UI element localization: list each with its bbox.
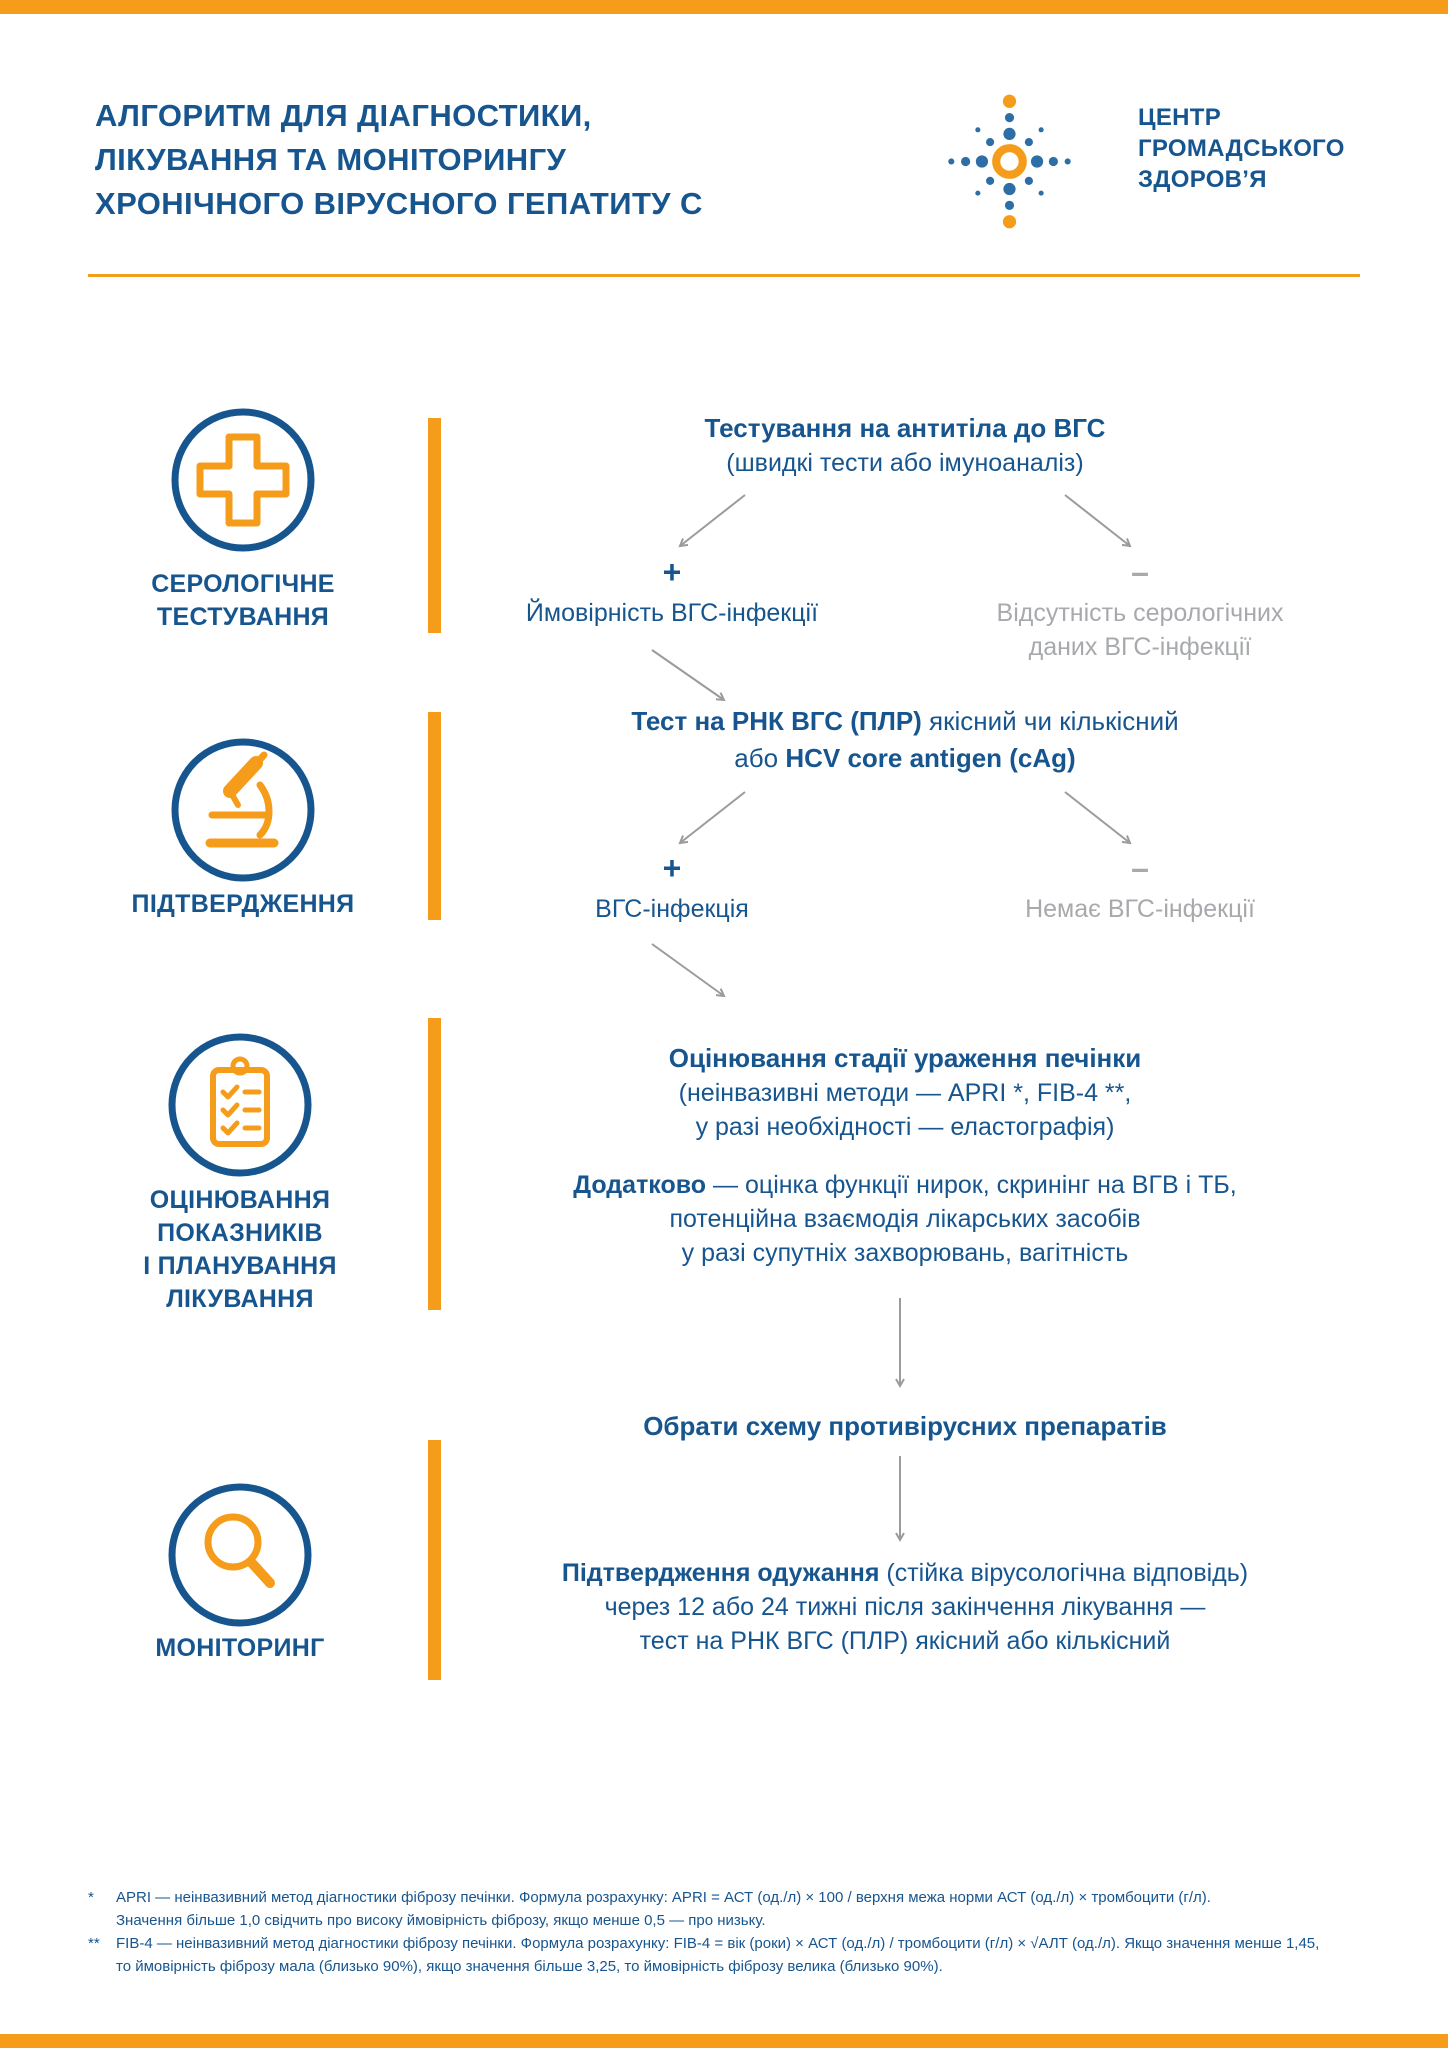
arrow-step1-to-negative: [1064, 494, 1132, 548]
step2-positive-sign: +: [662, 850, 682, 886]
top-orange-bar: [0, 0, 1448, 14]
arrow-positive1-to-step2: [651, 649, 726, 702]
arrow-step2-to-negative: [1064, 791, 1132, 845]
magnifier-icon: [168, 1483, 312, 1627]
logo-dots-icon: [948, 94, 1071, 229]
sidebar-item-monitoring: МОНІТОРИНГ: [155, 1634, 325, 1662]
step2-title-bold-2: HCV core antigen (cAg): [785, 743, 1076, 773]
step2-negative-label: Немає ВГС-інфекції: [1025, 895, 1255, 923]
sidebar-item-serology: СЕРОЛОГІЧНЕ ТЕСТУВАННЯ: [151, 570, 335, 631]
page-title: АЛГОРИТМ ДЛЯ ДІАГНОСТИКИ, ЛІКУВАННЯ ТА М…: [95, 98, 703, 221]
sidebar-item-assessment: ОЦІНЮВАННЯ ПОКАЗНИКІВ І ПЛАНУВАННЯ ЛІКУВ…: [143, 1186, 337, 1313]
step3-additional-bold: Додатково: [573, 1171, 707, 1199]
step1-negative-label: Відсутність серологічних даних ВГС-інфек…: [996, 599, 1284, 661]
step3-title: Оцінювання стадії ураження печінки: [668, 1043, 1142, 1073]
step2-title-regular-1: якісний чи кількісний: [921, 706, 1179, 736]
step1-negative-sign: –: [1131, 554, 1149, 590]
header-divider: [88, 274, 1360, 277]
footnote-apri: * APRI — неінвазивний метод діагностики …: [88, 1886, 1383, 1932]
section-bar-4: [428, 1440, 441, 1680]
sidebar-item-confirmation: ПІДТВЕРДЖЕННЯ: [131, 890, 355, 918]
step1-subtitle: (швидкі тести або імуноаналіз): [726, 449, 1084, 477]
microscope-icon: [171, 738, 315, 882]
footnote-fib4-marker: **: [88, 1935, 100, 1952]
medical-cross-icon: [171, 408, 315, 552]
footnote-fib4: ** FIB-4 — неінвазивний метод діагностик…: [88, 1932, 1383, 1978]
bottom-orange-bar: [0, 2034, 1448, 2048]
step1-antibody-test: Тестування на антитіла до ВГС (швидкі те…: [455, 410, 1355, 480]
footnotes: * APRI — неінвазивний метод діагностики …: [88, 1886, 1383, 1978]
step3-subtitle: (неінвазивні методи — APRI *, FIB-4 **, …: [678, 1079, 1132, 1141]
section-bar-2: [428, 712, 441, 920]
arrow-step1-to-positive: [678, 494, 746, 548]
checklist-clipboard-icon: [168, 1033, 312, 1177]
step2-rna-test: Тест на РНК ВГС (ПЛР) якісний чи кількіс…: [455, 703, 1355, 777]
section-bar-1: [428, 418, 441, 633]
step4-choose-regimen: Обрати схему противірусних препаратів: [643, 1411, 1167, 1441]
section-bar-3: [428, 1018, 441, 1310]
step3-additional: Додатково — оцінка функції нирок, скрині…: [455, 1168, 1355, 1270]
footnote-fib4-text: FIB-4 — неінвазивний метод діагностики ф…: [116, 1935, 1320, 1975]
arrow-positive2-to-step3: [651, 943, 726, 998]
step3-additional-text: — оцінка функції нирок, скринінг на ВГВ …: [669, 1171, 1237, 1267]
step3-liver-assessment: Оцінювання стадії ураження печінки (неін…: [455, 1040, 1355, 1144]
step5-title-bold: Підтвердження одужання: [561, 1559, 880, 1587]
step2-title-bold-1: Тест на РНК ВГС (ПЛР): [631, 706, 922, 736]
arrow-step2-to-positive: [678, 791, 746, 845]
step1-positive-label: Ймовірність ВГС-інфекції: [525, 599, 819, 627]
step2-negative-sign: –: [1131, 850, 1149, 886]
step5-title-regular: (стійка вірусологічна відповідь) через 1…: [604, 1559, 1249, 1655]
logo-text: ЦЕНТР ГРОМАДСЬКОГО ЗДОРОВ’Я: [1138, 104, 1345, 193]
footnote-apri-text: APRI — неінвазивний метод діагностики фі…: [116, 1889, 1211, 1929]
footnote-apri-marker: *: [88, 1889, 94, 1906]
step2-positive-label: ВГС-інфекція: [595, 895, 749, 923]
step1-title: Тестування на антитіла до ВГС: [704, 413, 1106, 443]
step2-title-regular-2: або: [734, 743, 786, 773]
step5-cure-confirmation: Підтвердження одужання (стійка вірусолог…: [455, 1556, 1355, 1658]
step1-positive-sign: +: [662, 554, 682, 590]
